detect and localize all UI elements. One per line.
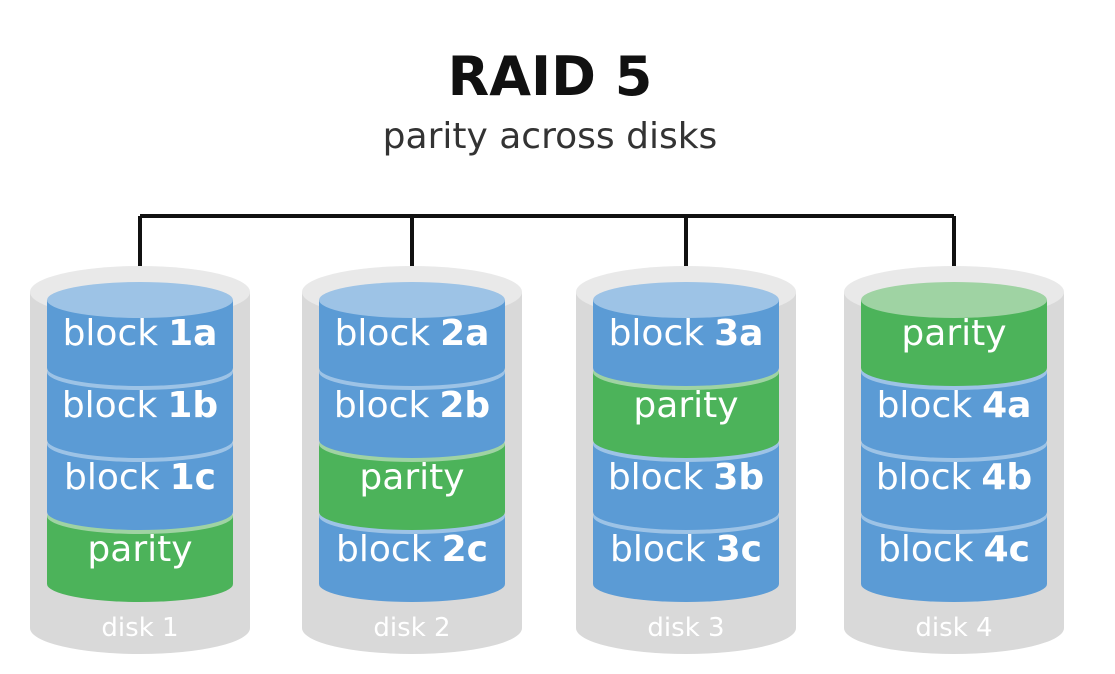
block-id: 2b (439, 385, 490, 426)
segment-word: block (610, 529, 706, 570)
segment-word: block (334, 385, 430, 426)
parity-label: parity (359, 457, 464, 498)
block-id: 1c (170, 457, 216, 498)
segment-body (593, 444, 779, 530)
segment-word: block (876, 457, 972, 498)
segment-body (47, 372, 233, 458)
segment-body (319, 300, 505, 386)
segment-body (861, 372, 1047, 458)
segment-body (319, 516, 505, 602)
disk-label: disk 1 (101, 613, 178, 643)
block-id: 3c (716, 529, 762, 570)
segment-top (593, 282, 779, 318)
parity-label: parity (901, 313, 1006, 354)
segment-body (47, 516, 233, 602)
block-id: 1a (168, 313, 217, 354)
segment-top (319, 282, 505, 318)
segment-body (593, 300, 779, 386)
segment-body (319, 444, 505, 530)
disk-label: disk 3 (647, 613, 724, 643)
segment-body (861, 444, 1047, 530)
segment-word: parity (633, 385, 738, 426)
segment-word: parity (901, 313, 1006, 354)
segment-body (47, 444, 233, 530)
segment-word: block (64, 457, 160, 498)
segment-word: parity (87, 529, 192, 570)
block-id: 3b (713, 457, 764, 498)
block-id: 4a (982, 385, 1031, 426)
block-id: 4b (981, 457, 1032, 498)
segment-top (47, 282, 233, 318)
segment-body (861, 300, 1047, 386)
disk-label: disk 4 (915, 613, 992, 643)
segment-word: block (63, 313, 159, 354)
segment-body (593, 372, 779, 458)
segment-body (47, 300, 233, 386)
segment-word: block (878, 529, 974, 570)
segment-word: block (877, 385, 973, 426)
parity-segment: parity (861, 282, 1047, 386)
segment-word: block (608, 457, 704, 498)
segment-body (861, 516, 1047, 602)
block-id: 2c (442, 529, 488, 570)
segment-word: block (336, 529, 432, 570)
bus-connector (138, 214, 956, 292)
diagram-title: RAID 5 (448, 45, 653, 108)
segment-word: parity (359, 457, 464, 498)
parity-label: parity (87, 529, 192, 570)
segment-body (593, 516, 779, 602)
parity-label: parity (633, 385, 738, 426)
segment-body (319, 372, 505, 458)
block-id: 3a (714, 313, 763, 354)
diagram-subtitle: parity across disks (383, 116, 718, 157)
segment-word: block (335, 313, 431, 354)
block-id: 1b (167, 385, 218, 426)
segment-word: block (62, 385, 158, 426)
disk-label: disk 2 (373, 613, 450, 643)
block-id: 4c (984, 529, 1030, 570)
segment-top (861, 282, 1047, 318)
segment-word: block (609, 313, 705, 354)
block-id: 2a (440, 313, 489, 354)
